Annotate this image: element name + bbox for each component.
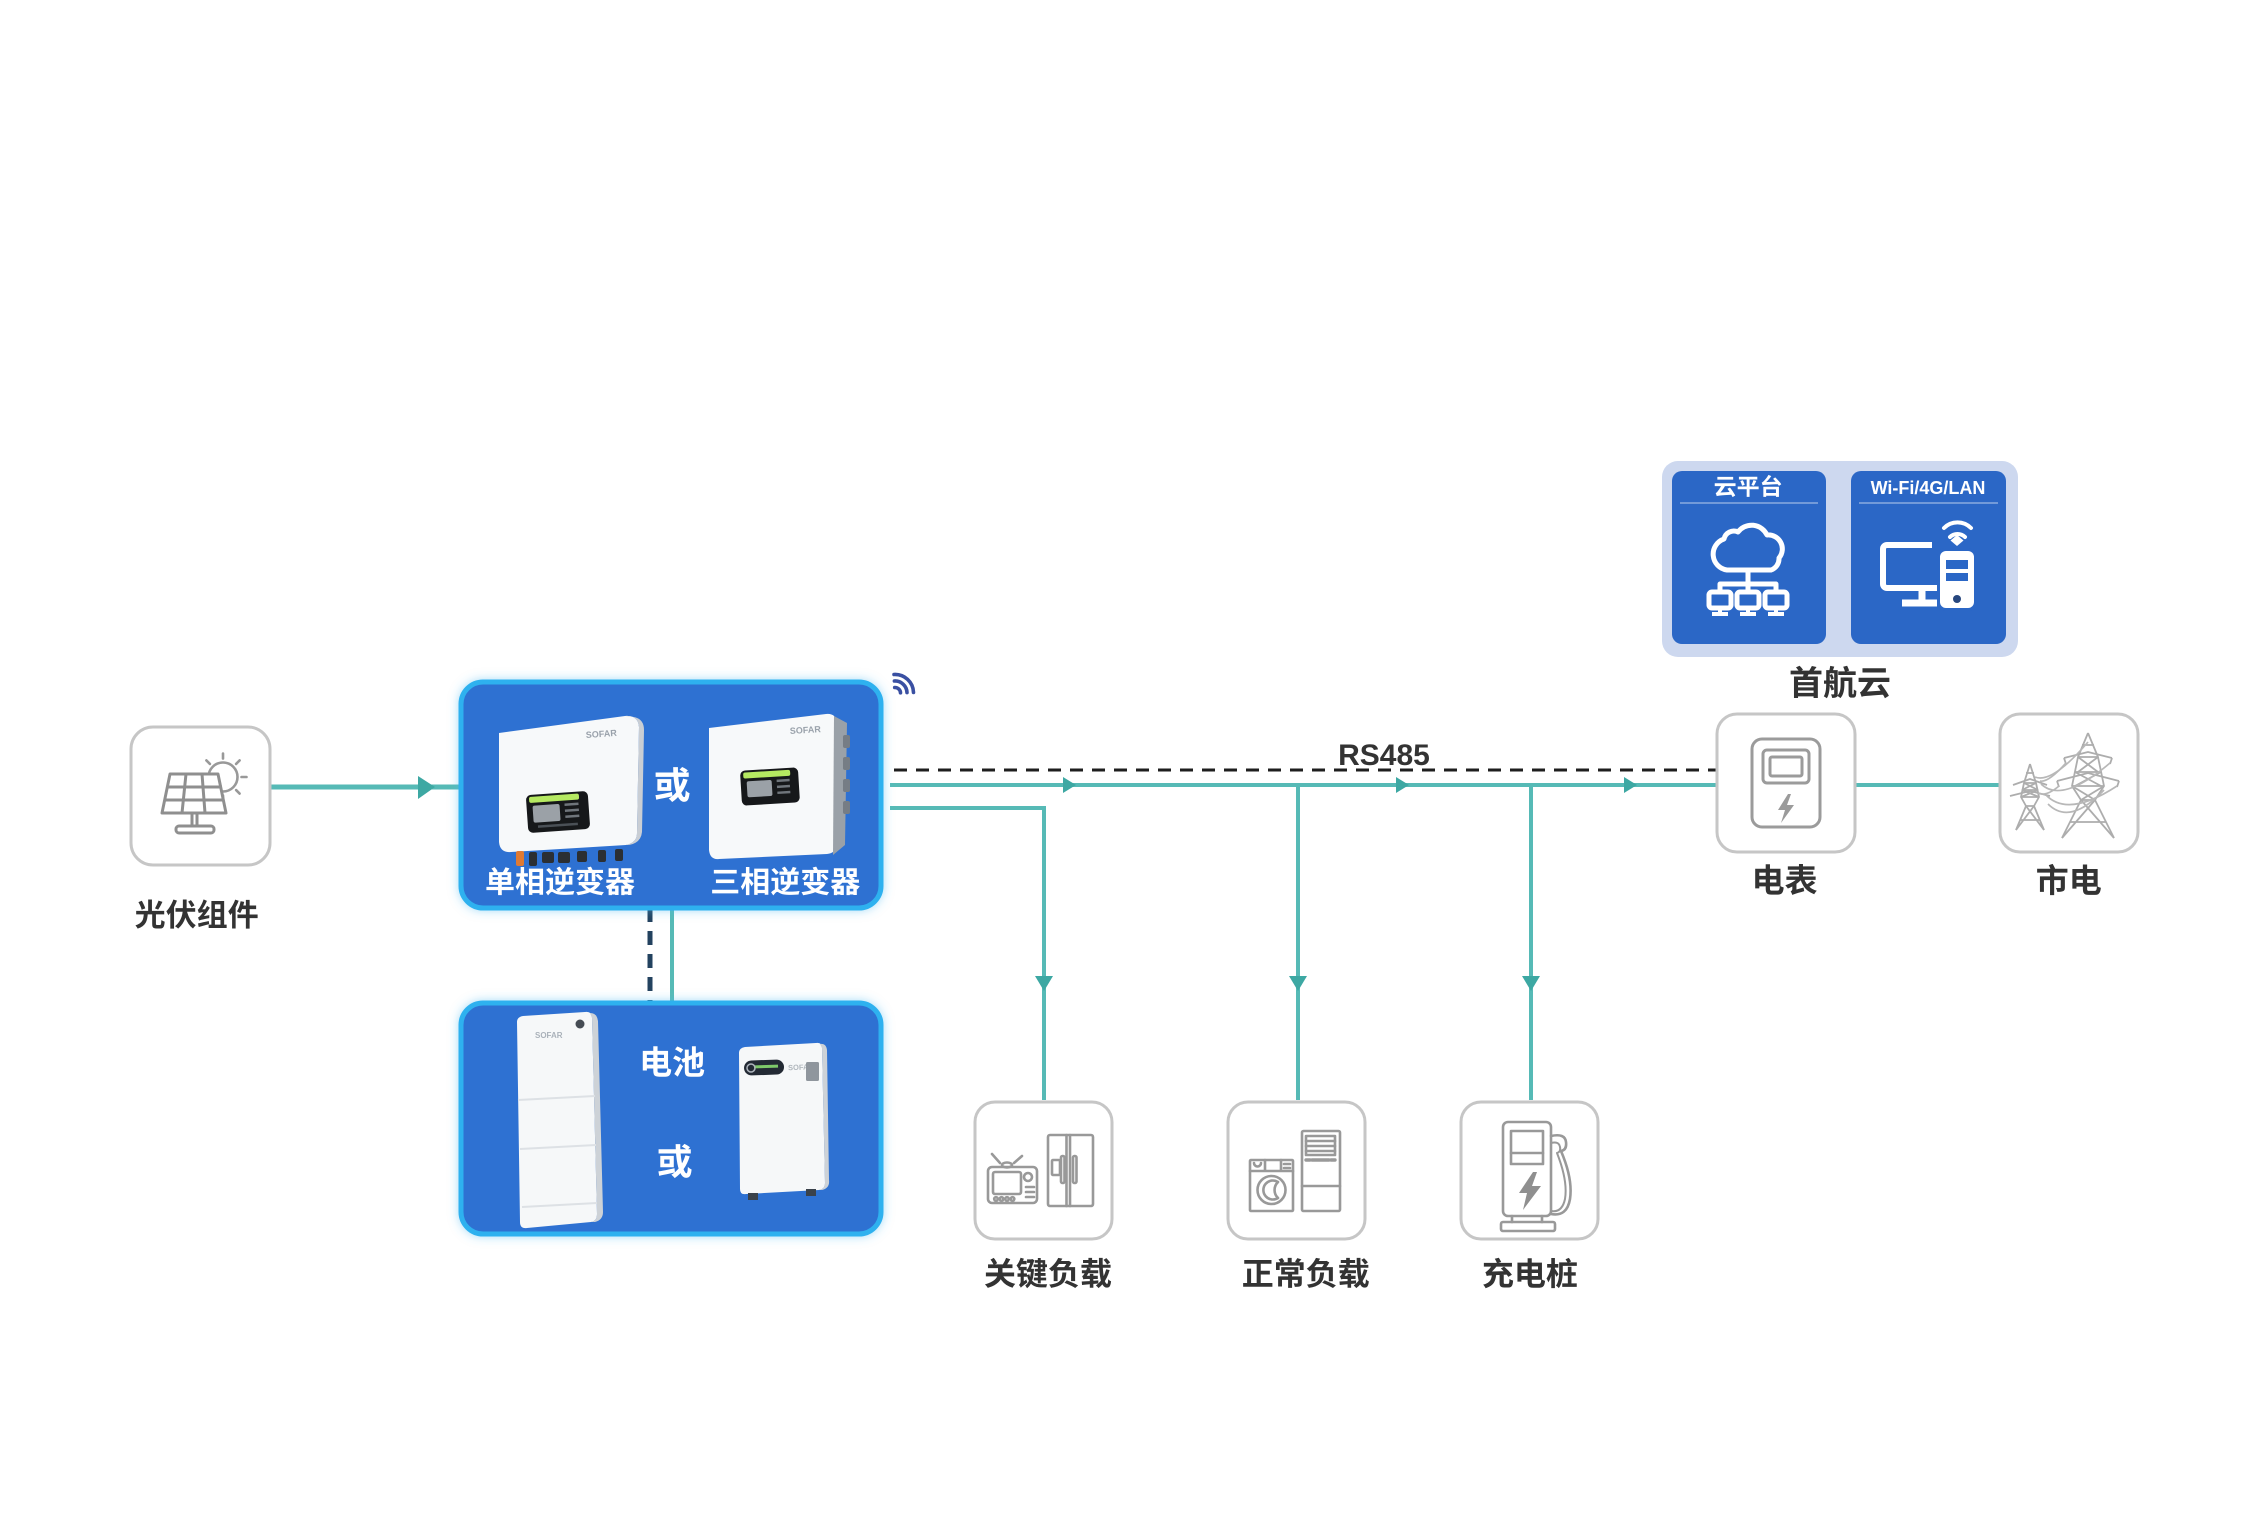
- svg-text:SOFAR: SOFAR: [788, 1062, 815, 1072]
- svg-text:SOFAR: SOFAR: [535, 1031, 563, 1040]
- svg-text:RS485: RS485: [1338, 739, 1430, 772]
- svg-text:SOFAR: SOFAR: [585, 728, 617, 740]
- svg-text:Wi-Fi/4G/LAN: Wi-Fi/4G/LAN: [1871, 478, 1986, 498]
- svg-text:SOFAR: SOFAR: [790, 724, 822, 736]
